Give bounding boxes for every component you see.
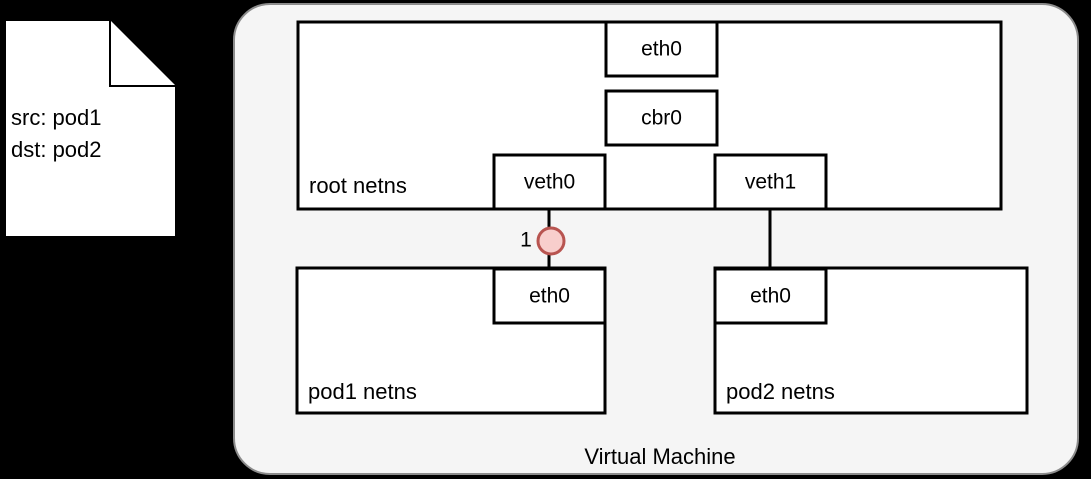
note-line-dst: dst: pod2	[11, 137, 102, 162]
virtual-machine-label: Virtual Machine	[584, 444, 735, 469]
note-fold-corner-icon	[109, 20, 176, 87]
root-veth0-interface[interactable]: veth0	[492, 153, 607, 211]
root-netns-label: root netns	[309, 173, 407, 198]
root-cbr0-interface[interactable]: cbr0	[604, 89, 719, 147]
pod1-eth0-interface[interactable]: eth0	[492, 267, 607, 325]
packet-note: src: pod1 dst: pod2	[4, 19, 177, 238]
root-eth0-label: eth0	[641, 38, 682, 61]
note-line-src: src: pod1	[11, 105, 102, 130]
step-1-marker[interactable]: 1	[520, 226, 566, 256]
pod2-eth0-interface[interactable]: eth0	[713, 267, 828, 325]
root-veth0-box[interactable]	[492, 153, 607, 211]
step-1-circle[interactable]	[536, 226, 566, 256]
pod2-eth0-box[interactable]	[713, 267, 828, 325]
pod2-eth0-label: eth0	[750, 285, 791, 308]
root-eth0-interface[interactable]: eth0	[604, 20, 719, 78]
root-eth0-box[interactable]	[604, 20, 719, 78]
pod2-netns-label: pod2 netns	[726, 379, 835, 404]
root-veth1-label: veth1	[745, 171, 796, 194]
root-cbr0-box[interactable]	[604, 89, 719, 147]
step-1-label: 1	[520, 229, 532, 252]
pod1-eth0-box[interactable]	[492, 267, 607, 325]
pod1-eth0-label: eth0	[529, 285, 570, 308]
root-veth0-label: veth0	[524, 171, 575, 194]
root-veth1-interface[interactable]: veth1	[713, 153, 828, 211]
root-veth1-box[interactable]	[713, 153, 828, 211]
pod1-netns-label: pod1 netns	[308, 379, 417, 404]
root-cbr0-label: cbr0	[641, 107, 682, 130]
